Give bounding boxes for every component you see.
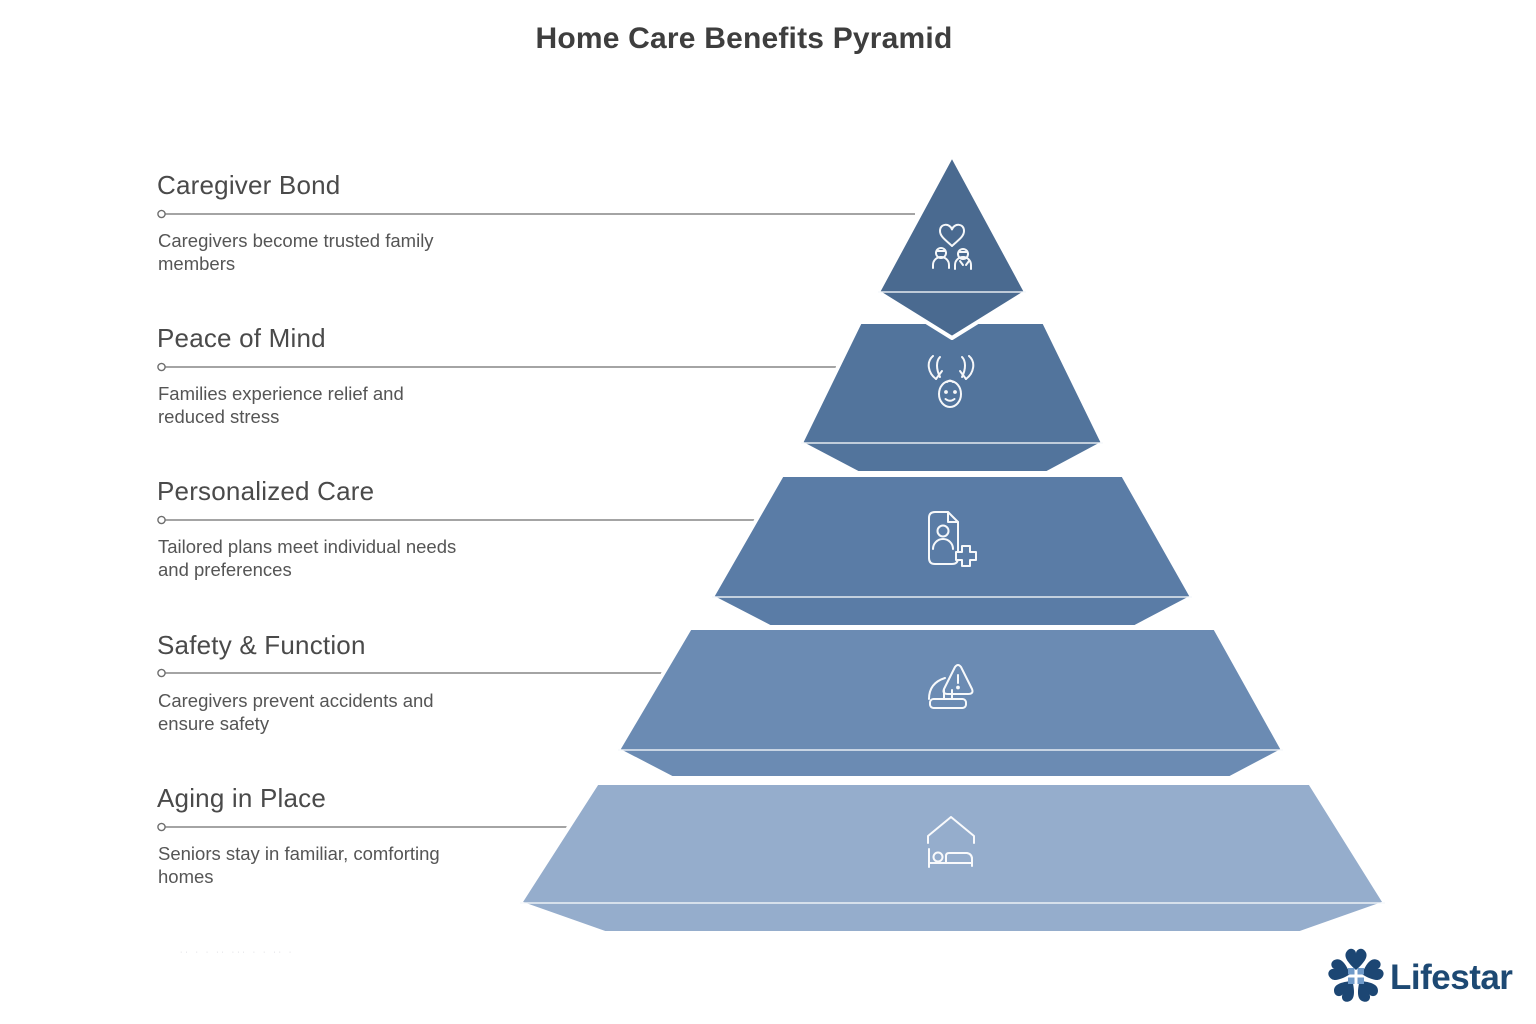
care-plan-card-icon [928,511,977,567]
level-2-description: Families experience relief and reduced s… [158,383,404,428]
level-4-title: Safety & Function [157,630,366,660]
logo-window-squares [1348,968,1364,984]
level-edge-lines [520,291,1385,904]
page-title: Home Care Benefits Pyramid [535,22,953,55]
level-2-title: Peace of Mind [157,323,326,353]
star-house-icon [1328,948,1384,1002]
connector-dot-1 [157,209,166,219]
caring-hands-icon [927,355,975,408]
connector-dot-4 [157,668,166,678]
pyramid-level-4-shape [616,626,1285,780]
connector-dot-5 [157,822,166,832]
lifestar-logo: Lifestar [1328,948,1514,1002]
heart-couple-icon [932,223,972,270]
home-bed-icon [927,816,975,868]
hazard-sign-icon [928,664,974,709]
level-1-title: Caregiver Bond [157,170,341,200]
pyramid-level-5-shape [518,781,1387,935]
level-5-description: Seniors stay in familiar, comforting hom… [158,843,440,888]
pyramid-levels [518,153,1387,935]
logo-wordmark: Lifestar [1390,958,1513,997]
pyramid-level-3-shape [710,473,1194,629]
level-4-description: Caregivers prevent accidents and ensure … [158,690,434,735]
connector-dot-2 [157,362,166,372]
level-5-title: Aging in Place [157,783,327,813]
connector-lines [157,209,915,832]
pyramid-level-2-shape [799,320,1105,475]
connector-dot-3 [157,515,166,525]
level-3-title: Personalized Care [157,476,375,506]
clipped-faint-text: ·· · · ·· ··· · · ·· · [180,949,295,956]
level-3-description: Tailored plans meet individual needs and… [158,536,457,581]
level-1-description: Caregivers become trusted family members [158,230,434,275]
